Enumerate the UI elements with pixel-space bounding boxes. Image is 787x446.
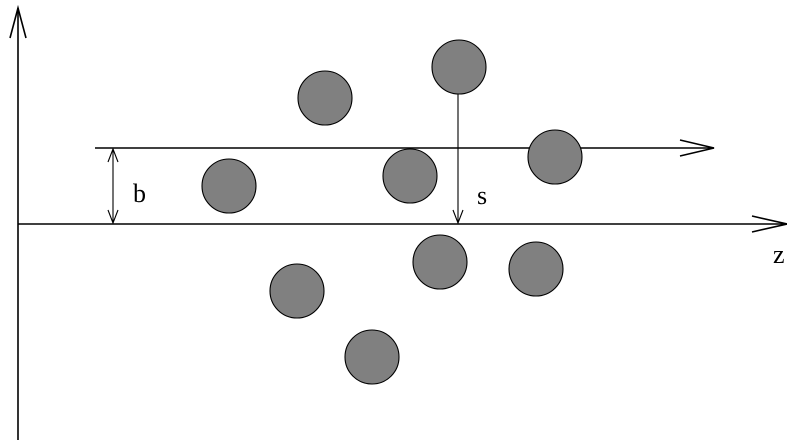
particle — [431, 39, 487, 95]
particle — [412, 234, 468, 290]
impact-parameter-dimension — [107, 147, 119, 225]
trajectory — [95, 139, 715, 157]
distance-label: s — [477, 181, 487, 210]
impact-parameter-label: b — [133, 179, 146, 208]
z-axis — [18, 215, 787, 233]
s-arrowhead-bottom — [452, 209, 464, 225]
particle — [344, 329, 400, 385]
particle — [382, 148, 438, 204]
particle — [269, 263, 325, 319]
b-arrowhead-top — [107, 147, 119, 163]
z-axis-label: z — [773, 240, 785, 269]
trajectory-arrowhead — [679, 139, 715, 157]
scattering-centers — [201, 39, 583, 385]
particle — [527, 129, 583, 185]
b-arrowhead-bottom — [107, 209, 119, 225]
particle — [297, 70, 353, 126]
particle — [508, 241, 564, 297]
particle — [201, 158, 257, 214]
vertical-axis-arrowhead — [9, 4, 27, 39]
z-axis-arrowhead — [751, 215, 787, 233]
